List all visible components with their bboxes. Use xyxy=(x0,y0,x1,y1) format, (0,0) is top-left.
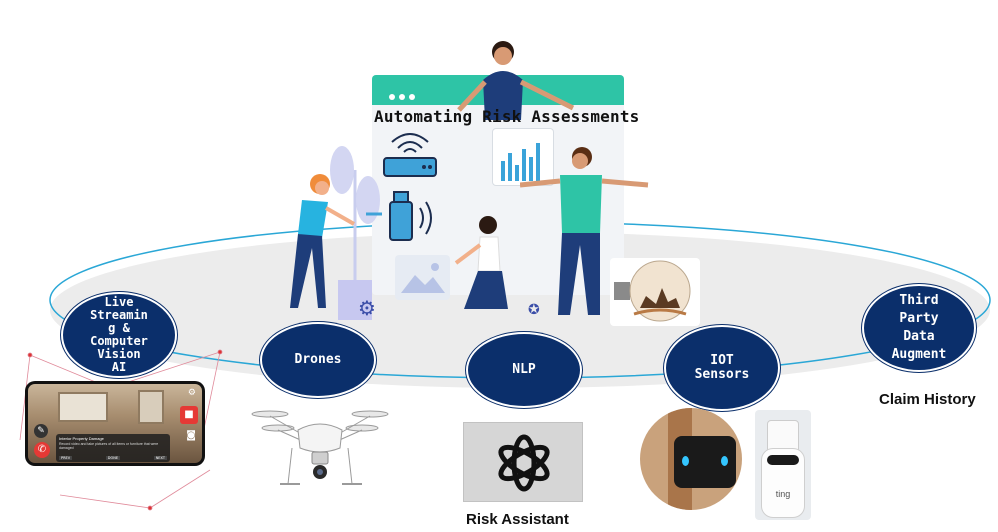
ai-logo-icon xyxy=(498,434,550,492)
sensor-led-icon xyxy=(682,456,689,466)
node-iot-sensors: IOT Sensors xyxy=(664,325,780,411)
phone-mockup: ✆ ✎ ■ ◙ ⚙ Interior Property Damage Recor… xyxy=(25,381,205,466)
person-kneeling-icon xyxy=(454,216,508,309)
prev-button[interactable]: PREV xyxy=(59,456,73,460)
node-nlp: NLP xyxy=(466,332,582,408)
illustration: ⚙ ✪ xyxy=(270,40,710,326)
drone-icon xyxy=(251,410,389,485)
notice-text: Record video and take pictures of all it… xyxy=(59,442,159,450)
node-live-streaming: Live Streamin g & Computer Vision AI xyxy=(61,292,177,378)
plug-bar xyxy=(767,455,799,465)
next-button[interactable]: NEXT xyxy=(153,456,167,460)
window-dots-icon xyxy=(388,86,418,100)
person-presenter-icon xyxy=(457,41,575,120)
plug-device: ting xyxy=(761,448,805,518)
node-third-party: Third Party Data Augment xyxy=(862,284,976,372)
flashlight-icon[interactable]: ✎ xyxy=(34,424,48,438)
gear-icon: ⚙ xyxy=(358,296,376,320)
image-icon xyxy=(401,263,445,293)
usb-dongle-icon xyxy=(366,191,432,241)
picture-card xyxy=(395,255,450,300)
wifi-router-icon xyxy=(383,133,437,177)
risk-assistant-caption: Risk Assistant xyxy=(466,511,569,528)
notice-panel: Interior Property Damage Record video an… xyxy=(56,434,170,462)
node-drones: Drones xyxy=(260,322,376,398)
room-door xyxy=(138,390,164,424)
sensor-device xyxy=(674,436,736,488)
risk-assistant-card xyxy=(463,422,583,502)
settings-icon[interactable]: ⚙ xyxy=(187,388,196,398)
notice-title: Interior Property Damage xyxy=(59,436,104,441)
end-call-icon[interactable]: ✆ xyxy=(34,442,50,458)
iot-sensor-photo xyxy=(640,408,742,510)
smart-plug-photo: ting xyxy=(755,410,811,520)
record-video-icon[interactable]: ■ xyxy=(180,406,198,424)
done-button[interactable]: DONE xyxy=(105,456,121,460)
person-woman-left-icon xyxy=(290,174,355,308)
plant-icon xyxy=(330,146,380,320)
room-window xyxy=(58,392,108,422)
bar-chart-icon xyxy=(501,143,540,181)
device-brand: ting xyxy=(775,489,791,499)
light-bulb-icon xyxy=(614,260,691,322)
bulb-image xyxy=(610,258,700,326)
claim-history-caption: Claim History xyxy=(879,391,976,408)
diagram-title: Automating Risk Assessments xyxy=(374,107,640,126)
phone-screen: ✆ ✎ ■ ◙ ⚙ Interior Property Damage Recor… xyxy=(28,384,202,463)
sensor-led-icon xyxy=(721,456,728,466)
person-man-right-icon xyxy=(520,147,649,315)
star-badge-icon: ✪ xyxy=(528,302,540,318)
chart-card xyxy=(492,128,554,186)
camera-icon[interactable]: ◙ xyxy=(186,430,196,441)
